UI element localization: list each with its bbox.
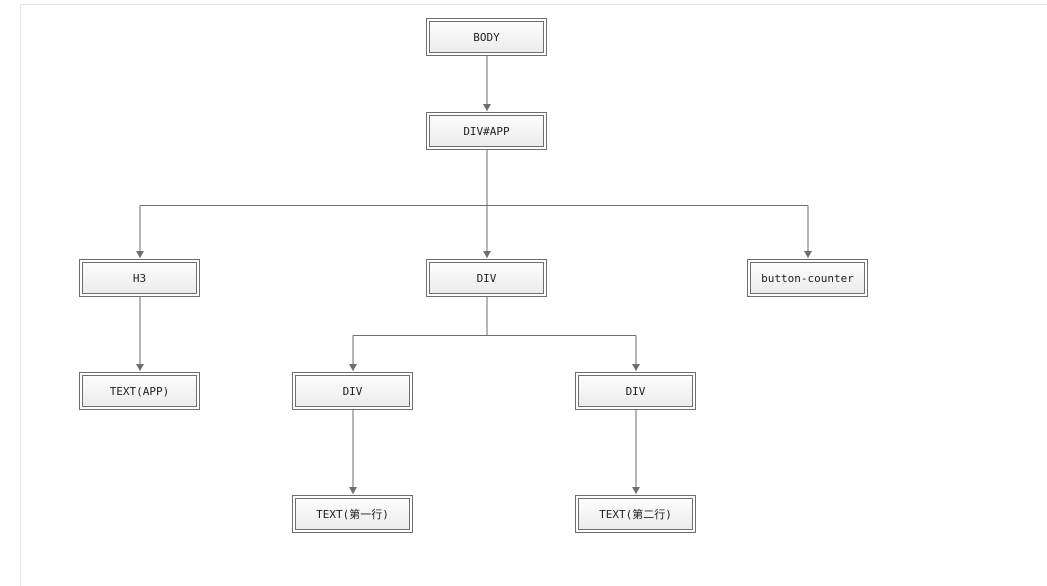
node-label: TEXT(第二行) (578, 498, 693, 530)
node-div-2: DIV (575, 372, 696, 410)
node-text-app: TEXT(APP) (79, 372, 200, 410)
node-label: button-counter (750, 262, 865, 294)
node-div-app: DIV#APP (426, 112, 547, 150)
node-text-1: TEXT(第一行) (292, 495, 413, 533)
node-div: DIV (426, 259, 547, 297)
node-body: BODY (426, 18, 547, 56)
node-label: DIV (429, 262, 544, 294)
node-label: TEXT(APP) (82, 375, 197, 407)
node-label: H3 (82, 262, 197, 294)
diagram-frame (20, 4, 1047, 586)
node-label: DIV#APP (429, 115, 544, 147)
node-label: BODY (429, 21, 544, 53)
node-label: DIV (578, 375, 693, 407)
node-label: DIV (295, 375, 410, 407)
node-label: TEXT(第一行) (295, 498, 410, 530)
node-button-counter: button-counter (747, 259, 868, 297)
node-text-2: TEXT(第二行) (575, 495, 696, 533)
node-h3: H3 (79, 259, 200, 297)
node-div-1: DIV (292, 372, 413, 410)
